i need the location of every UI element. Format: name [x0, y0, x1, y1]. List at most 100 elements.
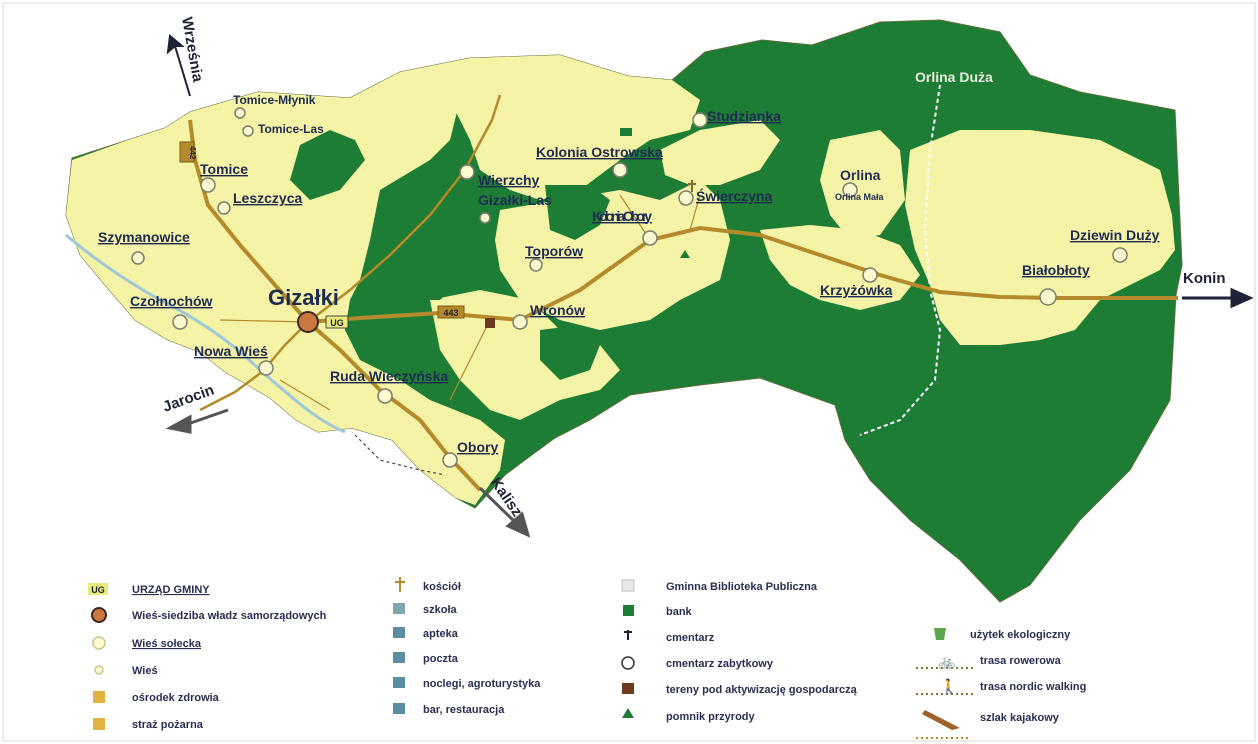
- legend-label-seat: Wieś-siedziba władz samorządowych: [132, 610, 327, 622]
- cemetery-icon: [680, 250, 690, 258]
- place-label-bialobloty: Białobłoty: [1022, 262, 1090, 278]
- place-label-leszczyca: Leszczyca: [233, 190, 302, 206]
- legend-restaurant-icon: [393, 703, 405, 714]
- place-label-orlina-mala: Orlina Mała: [835, 192, 885, 202]
- industry-icon: [485, 318, 495, 328]
- legend-label-walking: trasa nordic walking: [980, 681, 1086, 693]
- legend-eco-site-icon: [934, 628, 946, 640]
- church-icon: [688, 180, 696, 192]
- legend-village-circle-icon: [92, 636, 106, 650]
- ug-badge-label: UG: [330, 318, 344, 328]
- legend-label-bank: bank: [666, 606, 693, 618]
- seat-marker-gizalki: [297, 311, 319, 333]
- legend-label-fire: straż pożarna: [132, 719, 204, 731]
- village-marker-obory: [442, 452, 458, 468]
- legend-bank-icon: [623, 605, 634, 616]
- legend-fire-station-icon: [93, 718, 105, 730]
- village-marker-wierzchy: [459, 164, 475, 180]
- legend-label-pharmacy: apteka: [423, 628, 459, 640]
- place-label-dziewin-duzy: Dziewin Duży: [1070, 227, 1160, 243]
- field-area-west: [66, 72, 505, 505]
- ug-badge: [325, 315, 349, 329]
- field-area-north: [400, 55, 700, 200]
- legend-small-circle-icon: [94, 665, 104, 675]
- legend-kayak-trail-icon: [922, 710, 960, 730]
- road-badge-443: 443: [437, 305, 465, 319]
- place-label-toporow: Toporów: [525, 243, 583, 259]
- legend-label-cemetery: cmentarz: [666, 632, 715, 644]
- legend-label-lodging: noclegi, agroturystyka: [423, 678, 541, 690]
- legend-label-bike: trasa rowerowa: [980, 655, 1062, 667]
- legend-label-eco: użytek ekologiczny: [970, 629, 1071, 641]
- legend-seat-circle-icon: [91, 607, 107, 623]
- road-badge-442: 442: [179, 141, 197, 163]
- place-label-gizalki: Gizałki: [268, 285, 339, 310]
- village-marker-czolnochow: [172, 314, 188, 330]
- forest-patch-central-west: [370, 215, 470, 300]
- forest-patch-center: [545, 185, 610, 240]
- legend-post-office-icon: [393, 652, 405, 663]
- legend-label-wies: Wieś: [132, 665, 158, 677]
- legend-industry-icon: [622, 683, 634, 694]
- place-label-szymanowice: Szymanowice: [98, 229, 190, 245]
- field-area-east: [905, 130, 1175, 345]
- legend-historic-cemetery-icon: [621, 656, 635, 670]
- legend-school-icon: [393, 603, 405, 614]
- legend-ug-badge-icon: [88, 583, 108, 595]
- village-markers: [131, 107, 1128, 468]
- arrow-southwest-icon: [165, 408, 229, 434]
- legend-label-solecka: Wieś sołecka: [132, 638, 202, 650]
- legend-cemetery-icon: [624, 630, 632, 640]
- place-label-swierczyna: Świerczyna: [696, 187, 772, 204]
- village-marker-szymanowice: [131, 251, 145, 265]
- place-label-studzianka: Studzianka: [707, 108, 781, 124]
- legend-lodging-icon: [393, 677, 405, 688]
- legend-label-library: Gminna Biblioteka Publiczna: [666, 581, 818, 593]
- place-label-tomice: Tomice: [200, 161, 248, 177]
- place-label-wierzchy: Wierzchy: [478, 172, 540, 188]
- village-marker-studzianka: [692, 112, 708, 128]
- road-number-443: 443: [443, 308, 458, 318]
- arrow-south-icon: [478, 486, 531, 538]
- village-marker-swierczyna: [678, 190, 694, 206]
- legend-label-ug: URZĄD GMINY: [132, 584, 210, 596]
- legend: UG URZĄD GMINY Wieś-siedziba władz samor…: [88, 577, 1086, 739]
- forest-patch-north-west: [290, 130, 365, 200]
- field-area-swierczyna: [660, 120, 780, 185]
- south-dashed-path: [354, 434, 446, 476]
- legend-walking-glyph: 🚶: [940, 678, 957, 695]
- legend-ug-badge-text: UG: [91, 585, 105, 595]
- village-marker-tomice: [200, 177, 216, 193]
- place-label-ruda-wieczynska: Ruda Wieczyńska: [330, 368, 448, 384]
- arrow-north-icon: [166, 34, 191, 97]
- village-marker-nowa-wies: [258, 360, 274, 376]
- road-minor-1: [219, 194, 701, 411]
- village-marker-tomice-las: [242, 125, 254, 137]
- village-marker-gizalki-las: [479, 212, 491, 224]
- village-marker-krzyzowka: [862, 267, 878, 283]
- place-label-obory: Obory: [457, 439, 498, 455]
- village-marker-dziewin: [1112, 247, 1128, 263]
- legend-health-centre-icon: [93, 691, 105, 703]
- legend-bike-glyph: 🚲: [938, 653, 955, 670]
- village-marker-ruda: [377, 388, 393, 404]
- village-marker-tomice-mlynik: [234, 107, 246, 119]
- place-label-kolonia-obory: Kolonia Obory: [592, 208, 652, 224]
- village-marker-orlina: [842, 182, 858, 198]
- place-label-tomice-las: Tomice-Las: [258, 122, 324, 136]
- direction-label-east: Konin: [1183, 270, 1226, 287]
- village-marker-wronow: [512, 314, 528, 330]
- legend-label-kayak: szlak kajakowy: [980, 712, 1060, 724]
- place-label-orlina-duza: Orlina Duża: [915, 69, 993, 85]
- village-marker-kolonia-ostrowska: [612, 162, 628, 178]
- legend-library-icon: [621, 579, 635, 592]
- village-marker-toporow: [529, 258, 543, 272]
- field-area-orlina: [820, 130, 905, 240]
- place-label-orlina: Orlina: [840, 167, 881, 183]
- place-label-nowa-wies: Nowa Wieś: [194, 343, 268, 359]
- bank-icon: [620, 128, 632, 136]
- river: [65, 233, 346, 434]
- road-number-442: 442: [188, 146, 197, 160]
